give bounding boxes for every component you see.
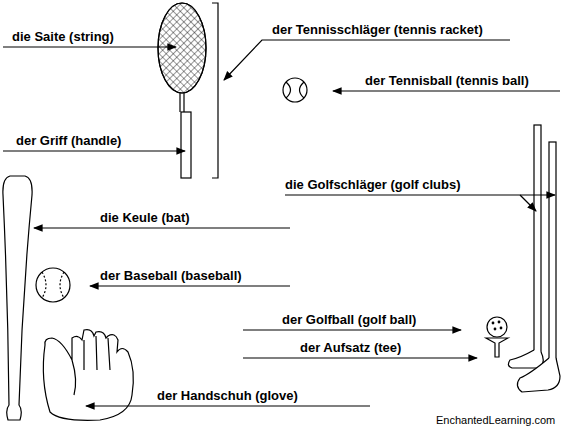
part-label: der Tennisschläger (tennis racket) bbox=[272, 22, 483, 37]
part-label: der Handschuh (glove) bbox=[157, 388, 298, 403]
part-label: der Aufsatz (tee) bbox=[300, 340, 401, 355]
watermark: EnchantedLearning.com bbox=[436, 413, 555, 428]
part-label: die Golfschläger (golf clubs) bbox=[285, 177, 461, 192]
part-label: der Baseball (baseball) bbox=[100, 268, 242, 283]
part-label: die Saite (string) bbox=[12, 29, 114, 44]
part-label: die Keule (bat) bbox=[100, 210, 190, 225]
part-label: der Griff (handle) bbox=[16, 133, 121, 148]
part-label: der Tennisball (tennis ball) bbox=[365, 73, 529, 88]
part-label: der Golfball (golf ball) bbox=[282, 312, 416, 327]
